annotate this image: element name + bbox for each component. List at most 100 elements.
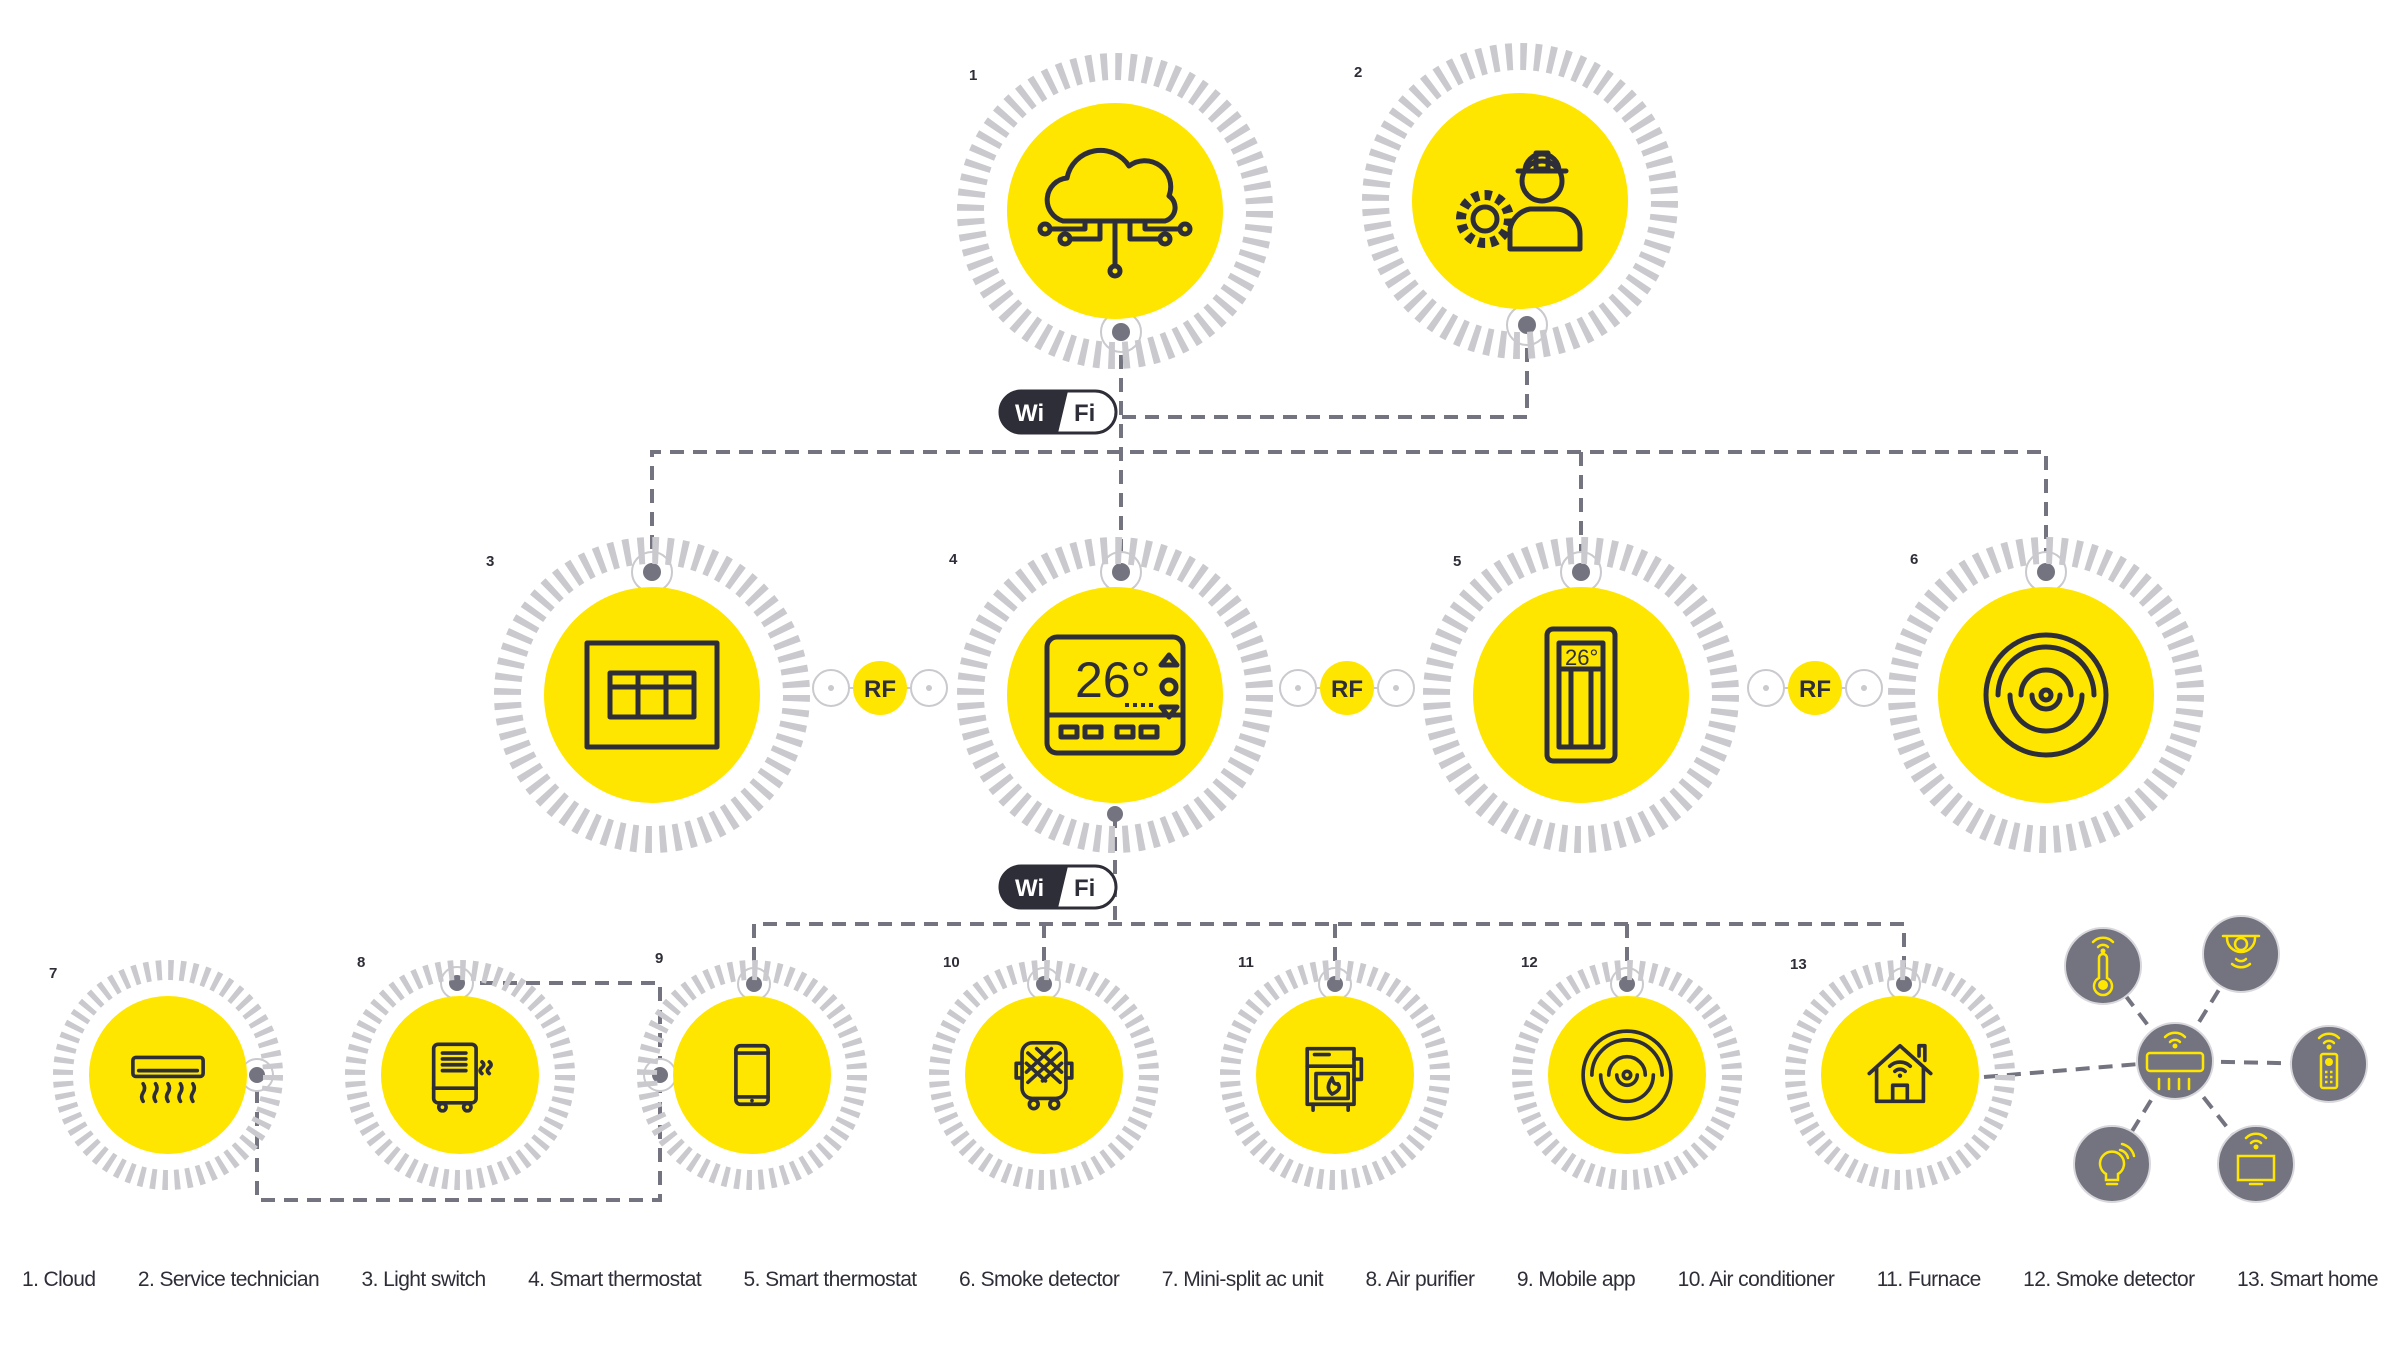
node-number: 10: [943, 954, 960, 971]
node-smoke-detector[interactable]: 12: [1512, 954, 1742, 1190]
anchor-dot: [1112, 323, 1130, 341]
node-mobile-phone[interactable]: 9: [637, 950, 867, 1190]
hub-node[interactable]: [2136, 1022, 2214, 1100]
wifi-label-right: Fi: [1074, 875, 1095, 902]
furnace-icon: [1305, 1046, 1364, 1112]
dashed-connector: [255, 981, 662, 1202]
wifi-label-right: Fi: [1074, 400, 1095, 427]
legend-item: 11. Furnace: [1876, 1268, 1982, 1291]
node-cloud[interactable]: 1: [957, 53, 1273, 369]
node-disc: [965, 996, 1123, 1154]
node-air-conditioner[interactable]: 10: [929, 954, 1159, 1190]
legend-item: 7. Mini-split ac unit: [1161, 1268, 1324, 1291]
anchor-dot: [1518, 316, 1536, 334]
dashed-ring: [53, 960, 283, 1190]
anchor-dot: [1896, 976, 1912, 992]
dashed-ring: [637, 960, 867, 1190]
node-number: 8: [357, 954, 365, 971]
satellite-light-bulb[interactable]: [2073, 1125, 2151, 1203]
node-number: 11: [1238, 954, 1254, 971]
node-furnace[interactable]: 11: [1220, 954, 1450, 1190]
node-number: 1: [969, 67, 977, 84]
legend-item: 10. Air conditioner: [1677, 1268, 1835, 1291]
legend-item: 13. Smart home: [2236, 1268, 2379, 1291]
svg-text:26°: 26°: [1565, 645, 1598, 670]
light-bulb-icon: [2098, 1142, 2136, 1186]
node-number: 2: [1354, 64, 1362, 81]
dashed-ring: [1785, 960, 2015, 1190]
remote-control-icon: [2317, 1032, 2341, 1090]
dashed-ring: [1362, 43, 1678, 359]
dashed-connector: [752, 922, 1906, 984]
satellite-television[interactable]: [2217, 1125, 2295, 1203]
dashed-ring: [1220, 960, 1450, 1190]
thermometer-icon: [2091, 936, 2115, 997]
legend-item: 8. Air purifier: [1365, 1268, 1475, 1291]
dashed-connector: [1983, 1059, 2176, 1079]
dashed-ring: [929, 960, 1159, 1190]
dashed-connector: [650, 450, 2048, 572]
node-disc: [1007, 103, 1223, 319]
rf-label: RF: [1799, 676, 1831, 703]
node-number: 4: [949, 551, 958, 568]
node-number: 13: [1790, 956, 1807, 973]
node-light-switch[interactable]: 3: [486, 537, 810, 853]
mobile-phone-icon: [734, 1043, 770, 1107]
legend-item: 6. Smoke detector: [959, 1268, 1120, 1291]
rf-badge: RF: [1279, 661, 1415, 715]
anchor-dot: [746, 976, 762, 992]
air-conditioner-hub-icon: [2145, 1031, 2205, 1091]
satellite-thermometer[interactable]: [2064, 927, 2142, 1005]
node-disc: [1412, 93, 1628, 309]
rf-badge: RF: [1747, 661, 1883, 715]
node-air-purifier[interactable]: 8: [345, 954, 575, 1190]
dashed-ring: [345, 960, 575, 1190]
dashed-ring: [1423, 537, 1739, 853]
cloud-icon: [1037, 147, 1193, 279]
smoke-detector-icon: [1581, 1029, 1673, 1121]
node-disc: [544, 587, 760, 803]
anchor-dot: [2037, 563, 2055, 581]
anchor-dot: [1572, 563, 1590, 581]
smart-home-device-cluster: [2064, 915, 2368, 1203]
satellite-security-camera[interactable]: [2202, 915, 2280, 993]
node-thermostat[interactable]: 26° 4: [949, 537, 1273, 853]
node-wall-thermostat[interactable]: 26° 5: [1423, 537, 1739, 853]
svg-text:26°: 26°: [1075, 652, 1151, 708]
node-disc: [1473, 587, 1689, 803]
node-number: 9: [655, 950, 663, 967]
rf-badge: RF: [812, 661, 948, 715]
air-purifier-icon: [431, 1042, 493, 1113]
legend-item: 1. Cloud: [22, 1268, 96, 1291]
security-camera-icon: [2221, 934, 2261, 969]
rf-label: RF: [864, 676, 896, 703]
legend-item: 9. Mobile app: [1516, 1268, 1636, 1291]
node-mini-split[interactable]: 7: [49, 960, 283, 1190]
mini-split-icon: [131, 1055, 205, 1104]
node-smoke-detector[interactable]: 6: [1888, 537, 2204, 853]
satellite-remote-control[interactable]: [2290, 1025, 2368, 1103]
dashed-ring: [494, 537, 810, 853]
node-disc: [1938, 587, 2154, 803]
node-technician[interactable]: 2: [1354, 43, 1678, 359]
legend-item: 3. Light switch: [361, 1268, 487, 1291]
node-number: 12: [1521, 954, 1538, 971]
thermostat-icon: 26°: [1044, 634, 1186, 756]
dashed-ring: [1888, 537, 2204, 853]
node-number: 6: [1910, 551, 1918, 568]
node-disc: [1007, 587, 1223, 803]
wifi-label-left: Wi: [1015, 875, 1044, 902]
anchor-dot: [1107, 806, 1123, 822]
anchor-dot: [652, 1067, 668, 1083]
legend-item: 12. Smoke detector: [2023, 1268, 2195, 1291]
node-number: 5: [1453, 553, 1461, 570]
light-switch-icon: [584, 640, 720, 750]
anchor-dot: [1112, 563, 1130, 581]
nodes: 1 2 3 26° 4 26° 5 6 7 8 9 10 11 12 13: [49, 43, 2204, 1190]
node-number: 3: [486, 553, 494, 570]
wifi-label-left: Wi: [1015, 400, 1044, 427]
node-smart-home[interactable]: 13: [1785, 956, 2015, 1190]
television-icon: [2236, 1132, 2276, 1186]
